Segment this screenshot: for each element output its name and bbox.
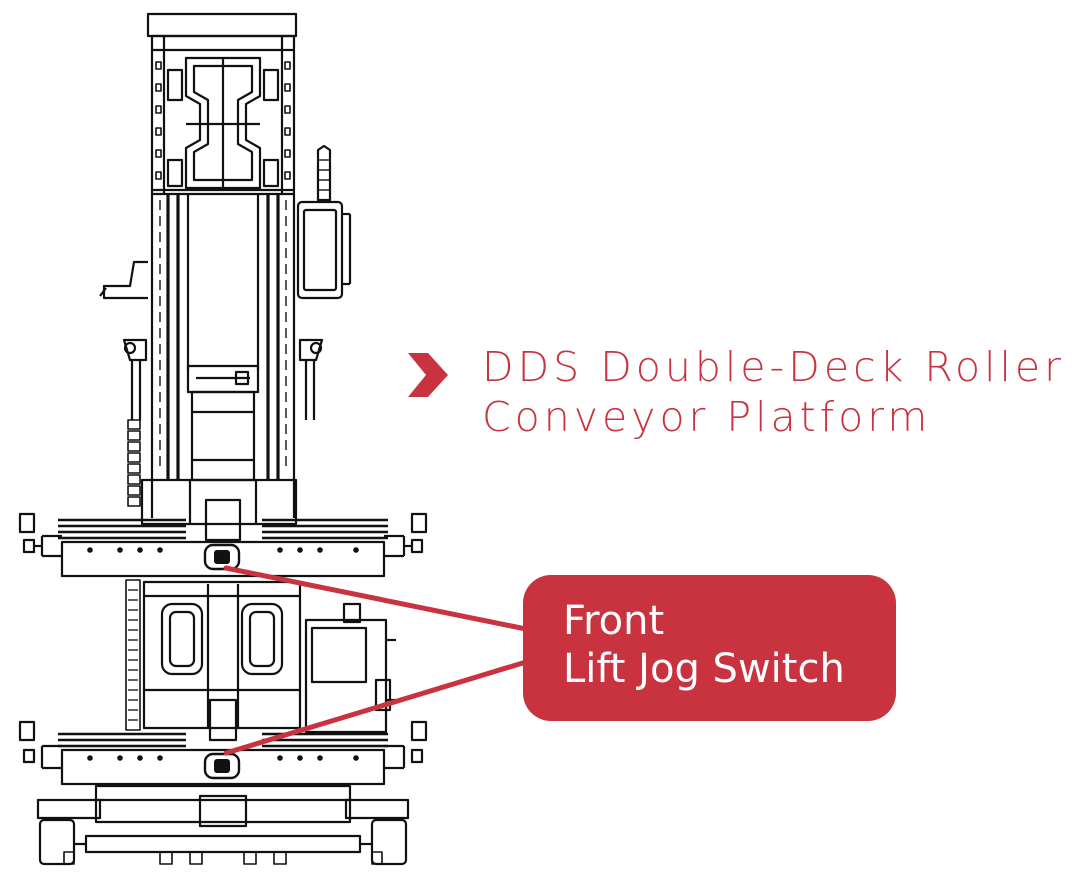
leader-upper-switch bbox=[223, 565, 529, 632]
leader-lower-switch bbox=[223, 659, 529, 756]
callout-leader-lines bbox=[223, 565, 529, 756]
machine-line-art bbox=[18, 12, 428, 866]
lower-jog-switch-icon bbox=[203, 752, 241, 780]
callout-line-1: Front bbox=[563, 598, 665, 644]
product-title: DDS Double-Deck Roller Conveyor Platform bbox=[400, 340, 1080, 450]
chevron-right-icon bbox=[408, 353, 448, 397]
product-title-line-1: DDS Double-Deck Roller bbox=[482, 343, 1065, 391]
product-title-text: DDS Double-Deck Roller Conveyor Platform bbox=[482, 342, 1065, 442]
upper-jog-switch-icon bbox=[203, 543, 241, 571]
jog-switch-callout: Front Lift Jog Switch bbox=[523, 575, 896, 721]
product-title-line-2: Conveyor Platform bbox=[482, 393, 932, 441]
callout-line-2: Lift Jog Switch bbox=[563, 646, 845, 692]
